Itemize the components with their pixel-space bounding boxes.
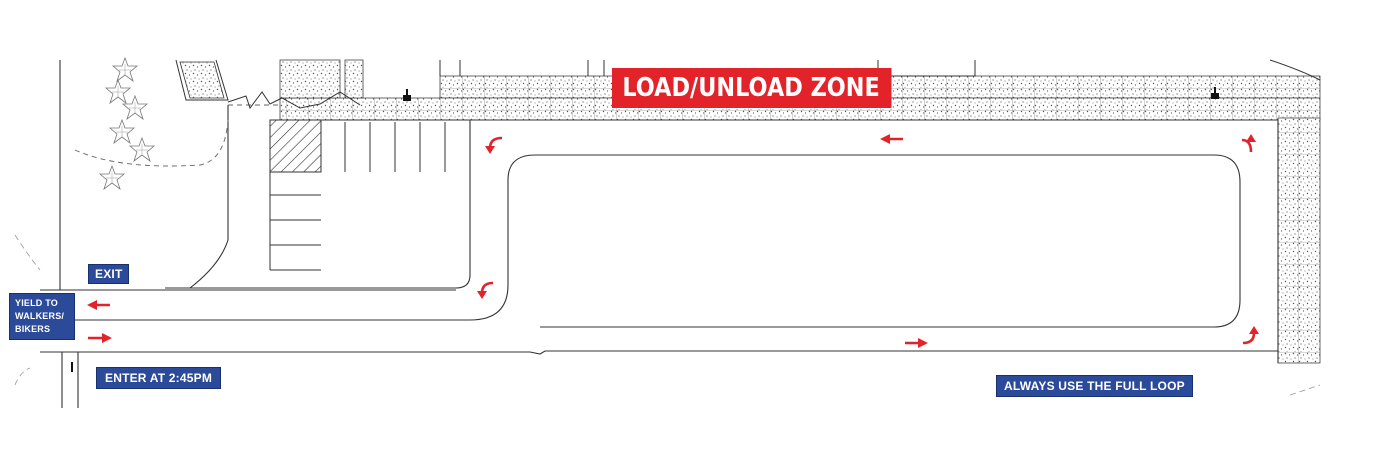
right-curb-band (1277, 117, 1321, 364)
building-hatch-left (179, 61, 225, 99)
parking-stalls (269, 122, 446, 271)
yield-line-3: BIKERS (15, 324, 51, 334)
load-unload-zone-label: LOAD/UNLOAD ZONE (612, 68, 892, 108)
enter-time-label: ENTER AT 2:45PM (96, 367, 222, 389)
hatched-no-parking-area (269, 119, 322, 173)
arrow-straight-icon (87, 134, 928, 348)
property-line (14, 234, 1321, 396)
exit-label: EXIT (88, 264, 130, 284)
utility-line (74, 104, 280, 167)
sign-post-icon (71, 87, 1219, 372)
roadway-outline (40, 60, 1279, 408)
yield-line-1: YIELD TO (15, 298, 58, 308)
arrow-turn-icon (477, 134, 1259, 345)
full-loop-label: ALWAYS USE THE FULL LOOP (996, 375, 1193, 397)
yield-to-walkers-bikers-label: YIELD TO WALKERS/ BIKERS (9, 293, 75, 340)
utility-wire (227, 91, 361, 110)
tree-icon (99, 57, 155, 190)
yield-line-2: WALKERS/ (15, 311, 65, 321)
